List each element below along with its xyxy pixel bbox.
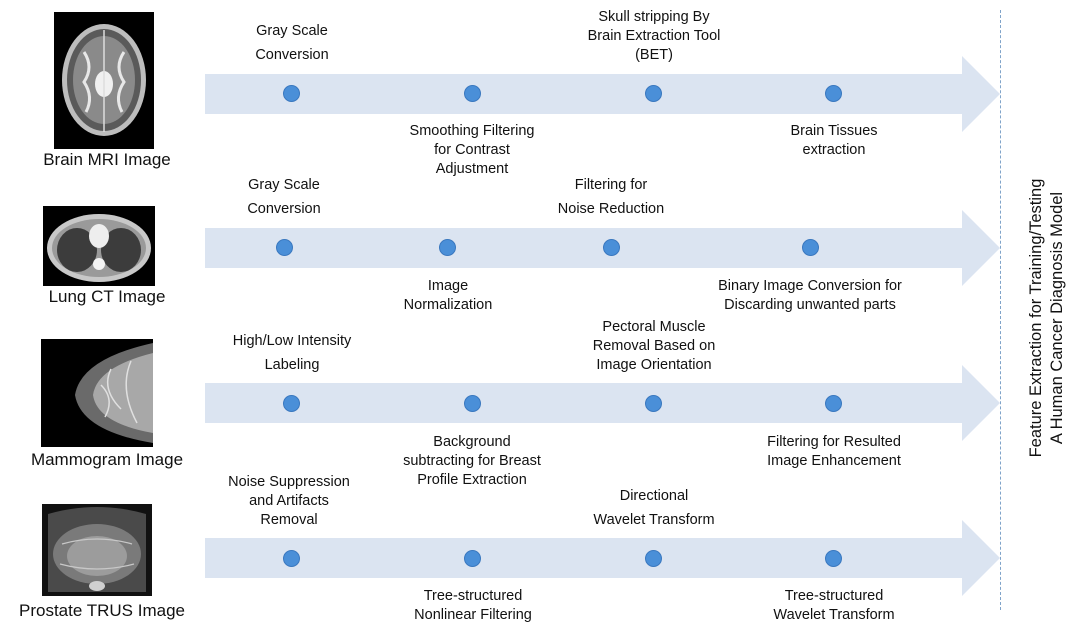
step-dot bbox=[276, 239, 293, 256]
modality-label-lung-ct: Lung CT Image bbox=[48, 287, 166, 306]
step-label-smoothing-filtering: Smoothing Filtering for Contrast Adjustm… bbox=[409, 123, 535, 177]
step-label-filtering-noise-reduction: Filtering for Noise Reduction bbox=[557, 177, 665, 217]
dashed-divider bbox=[1000, 10, 1001, 610]
step-dot bbox=[439, 239, 456, 256]
modality-label-brain-mri: Brain MRI Image bbox=[43, 150, 171, 169]
step-label-image-normalization: Image Normalization bbox=[403, 278, 493, 313]
step-dot bbox=[464, 395, 481, 412]
lung-ct-image bbox=[43, 206, 155, 286]
step-dot bbox=[283, 395, 300, 412]
modality-label-prostate-trus: Prostate TRUS Image bbox=[19, 601, 185, 620]
step-label-gray-scale-conversion: Gray Scale Conversion bbox=[247, 177, 321, 217]
step-dot bbox=[645, 395, 662, 412]
step-label-brain-tissues-extraction: Brain Tissues extraction bbox=[790, 123, 878, 158]
step-label-background-subtracting: Background subtracting for Breast Profil… bbox=[403, 434, 541, 488]
prostate-trus-image bbox=[42, 504, 152, 596]
process-arrow-prostate-trus bbox=[205, 520, 1002, 596]
step-dot bbox=[825, 395, 842, 412]
step-label-binary-image-conversion: Binary Image Conversion for Discarding u… bbox=[718, 278, 902, 313]
mammogram-image bbox=[41, 339, 153, 447]
step-dot bbox=[283, 85, 300, 102]
step-label-noise-suppression: Noise Suppression and Artifacts Removal bbox=[228, 474, 350, 528]
step-label-directional-wavelet-transform: Directional Wavelet Transform bbox=[593, 488, 715, 528]
step-label-filtering-image-enhancement: Filtering for Resulted Image Enhancement bbox=[767, 434, 901, 469]
step-dot bbox=[283, 550, 300, 567]
step-dot bbox=[645, 85, 662, 102]
step-label-skull-stripping: Skull stripping By Brain Extraction Tool… bbox=[587, 9, 721, 63]
feature-extraction-title: Feature Extraction for Training/Testing … bbox=[1027, 178, 1066, 458]
step-dot bbox=[645, 550, 662, 567]
step-dot bbox=[825, 550, 842, 567]
process-arrow-mammogram bbox=[205, 365, 1002, 441]
modality-label-mammogram: Mammogram Image bbox=[30, 450, 184, 469]
step-label-tree-structured-wavelet-transform: Tree-structured Wavelet Transform bbox=[773, 588, 895, 623]
step-dot bbox=[825, 85, 842, 102]
process-arrow-lung-ct bbox=[205, 210, 1002, 286]
step-dot bbox=[464, 85, 481, 102]
brain-mri-image bbox=[54, 12, 154, 149]
step-label-gray-scale-conversion: Gray Scale Conversion bbox=[255, 23, 329, 63]
step-label-tree-structured-nonlinear-filtering: Tree-structured Nonlinear Filtering bbox=[414, 588, 532, 623]
step-dot bbox=[464, 550, 481, 567]
step-label-pectoral-muscle-removal: Pectoral Muscle Removal Based on Image O… bbox=[592, 319, 716, 373]
step-dot bbox=[603, 239, 620, 256]
step-dot bbox=[802, 239, 819, 256]
step-label-high-low-intensity-labeling: High/Low Intensity Labeling bbox=[232, 333, 352, 373]
process-arrow-brain-mri bbox=[205, 56, 1002, 132]
